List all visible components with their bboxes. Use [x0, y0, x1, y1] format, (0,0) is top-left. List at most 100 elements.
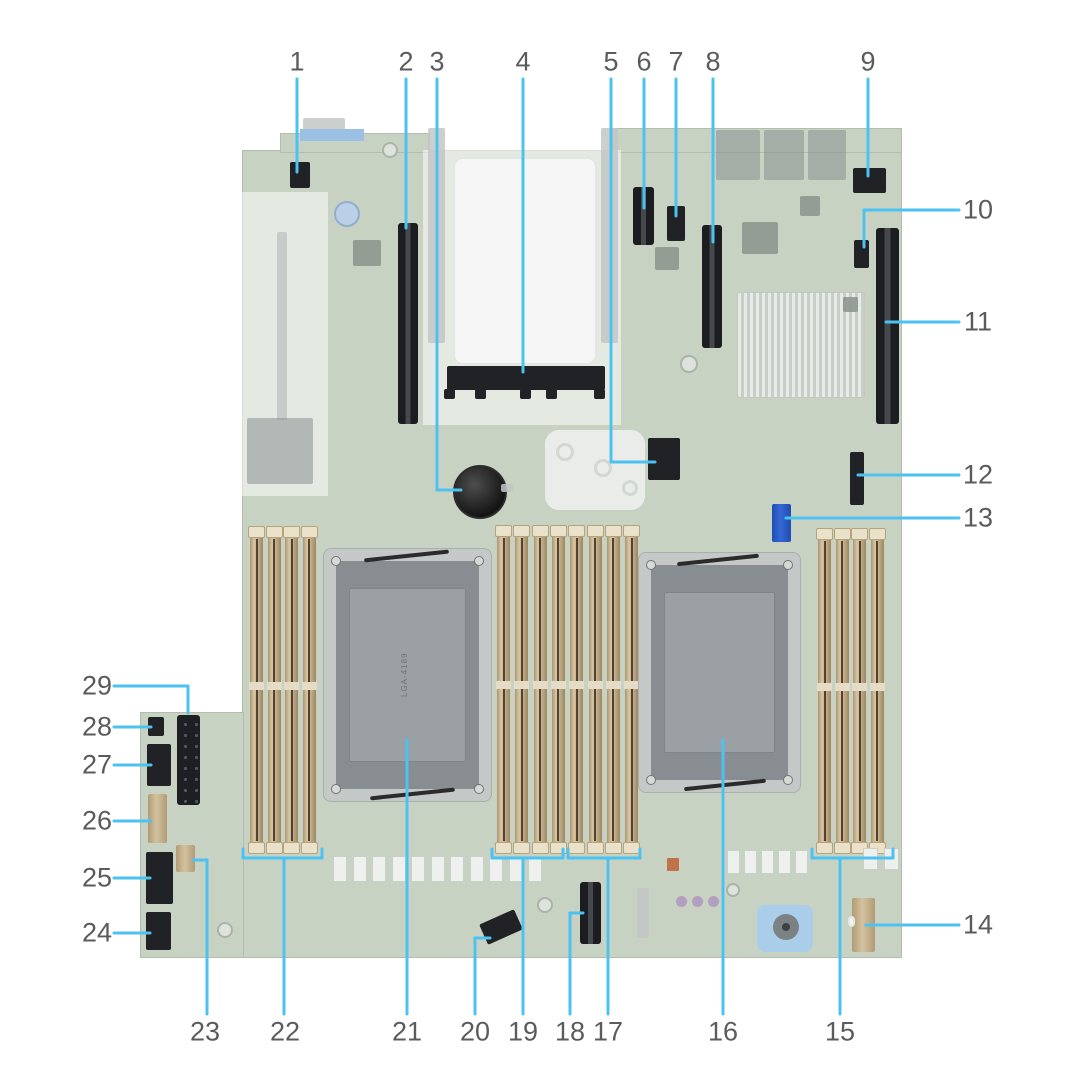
- backplane-foot-3: [520, 389, 531, 399]
- dimm-group-middle-slot-3-latch-bottom: [531, 842, 549, 854]
- connector-7: [667, 206, 685, 241]
- callout-label-3: 3: [429, 46, 445, 77]
- purple-cap-2: [691, 895, 703, 907]
- chip-3: [353, 240, 381, 266]
- heatsink: [737, 292, 865, 398]
- chip-1: [742, 222, 778, 254]
- power-pads-row-2-pad-2: [744, 850, 757, 874]
- callout-label-24: 24: [81, 917, 113, 948]
- callout-label-12: 12: [962, 459, 994, 490]
- dimm-group-middle-slot-2-center-line: [520, 538, 523, 841]
- dimm-group-left-slot-4-notch: [301, 681, 317, 690]
- dimm-group-middle-slot-5-center-line: [575, 538, 578, 841]
- callout-label-7: 7: [668, 46, 684, 77]
- purple-cap-1: [675, 895, 687, 907]
- callout-label-21: 21: [391, 1016, 423, 1047]
- dimm-group-right-slot-1-latch-bottom: [816, 842, 833, 854]
- power-pads-row-1-pad-1: [333, 856, 347, 882]
- dimm-group-middle-slot-6-latch-bottom: [586, 842, 604, 854]
- dimm-group-middle-slot-5-notch: [569, 681, 585, 690]
- pcie-slot-8: [702, 225, 722, 348]
- dimm-group-middle-slot-1-notch: [496, 681, 511, 690]
- dimm-group-middle-slot-2-notch: [514, 681, 530, 690]
- dimm-group-left-slot-1-center-line: [255, 539, 258, 841]
- connector-14: [852, 898, 875, 952]
- dimm-group-middle-slot-3-center-line: [539, 538, 542, 841]
- callout-label-2: 2: [398, 46, 414, 77]
- cpu-socket-2-screw-3: [646, 775, 656, 785]
- ghost-dark-block: [247, 418, 313, 484]
- power-pads-row-2-pad-3: [761, 850, 774, 874]
- power-pads-row-1-pad-5: [411, 856, 425, 882]
- cpu-socket-1-plate: [349, 588, 466, 762]
- dimm-group-left-slot-3-latch-bottom: [283, 842, 300, 854]
- dimm-group-middle-slot-4-notch: [550, 681, 566, 690]
- rear-io-block-1: [716, 130, 760, 180]
- callout-label-10: 10: [962, 194, 994, 225]
- screw-1: [382, 142, 398, 158]
- pcie-slot-11: [876, 228, 899, 424]
- power-pads-row-2-pad-4: [778, 850, 791, 874]
- dimm-group-left-slot-2-latch-top: [265, 526, 283, 538]
- dimm-group-right-slot-4-latch-top: [868, 528, 886, 540]
- backplane-foot-4: [546, 389, 557, 399]
- connector-28: [148, 717, 164, 736]
- callout-label-6: 6: [636, 46, 652, 77]
- connector-5: [648, 438, 680, 480]
- dimm-group-right-slot-2-center-line: [841, 541, 843, 841]
- dimm-group-right-slot-2-latch-top: [833, 528, 851, 540]
- dimm-group-middle-slot-2-latch-top: [513, 525, 531, 537]
- connector-24: [146, 912, 171, 950]
- standoff-blue: [334, 201, 360, 227]
- heatsink-chip: [843, 297, 858, 312]
- dimm-group-middle-slot-4-latch-top: [549, 525, 567, 537]
- cpu-socket-2-screw-4: [783, 775, 793, 785]
- dimm-group-right-slot-2-latch-bottom: [833, 842, 851, 854]
- callout-label-20: 20: [459, 1016, 491, 1047]
- dimm-group-middle-slot-4-center-line: [557, 538, 560, 841]
- backplane-foot-1: [444, 389, 455, 399]
- dimm-group-left-slot-1-latch-bottom: [248, 842, 265, 854]
- cpu-socket-2-screw-2: [783, 560, 793, 570]
- callout-label-17: 17: [592, 1016, 624, 1047]
- dimm-group-left-slot-1-notch: [249, 681, 264, 690]
- connector-ghost-18b: [637, 888, 649, 938]
- dimm-group-middle-slot-7-center-line: [612, 538, 615, 841]
- connector-12: [850, 452, 864, 505]
- dimm-group-middle-slot-6-notch: [587, 681, 603, 690]
- callout-label-22: 22: [269, 1016, 301, 1047]
- sata-connector-13: [772, 504, 791, 542]
- dimm-group-middle-slot-8-latch-top: [623, 525, 641, 537]
- cpu-socket-1-screw-1: [331, 556, 341, 566]
- backplane-foot-5: [594, 389, 605, 399]
- dimm-group-middle-slot-1-center-line: [502, 538, 505, 841]
- callout-label-4: 4: [515, 46, 531, 77]
- screw-5: [217, 922, 233, 938]
- dimm-group-left-slot-2-center-line: [273, 539, 275, 841]
- connector-18: [580, 882, 601, 944]
- rear-io-block-2: [764, 130, 804, 180]
- backplane-connector: [447, 366, 605, 390]
- cpu-socket-1-screw-2: [474, 556, 484, 566]
- dimm-group-middle-slot-8-center-line: [630, 538, 633, 841]
- callout-label-5: 5: [603, 46, 619, 77]
- power-pads-row-1-pad-8: [469, 856, 484, 882]
- power-pads-row-1-pad-2: [352, 856, 367, 882]
- dimm-group-right-slot-1-center-line: [823, 541, 826, 841]
- power-pads-row-2-pad-5: [795, 850, 808, 874]
- callout-label-14: 14: [962, 909, 994, 940]
- battery-clip: [501, 484, 513, 492]
- dimm-group-left-slot-4-center-line: [308, 539, 310, 841]
- chip-2: [655, 247, 679, 270]
- callout-label-15: 15: [824, 1016, 856, 1047]
- dimm-group-right-slot-2-notch: [834, 682, 850, 691]
- coin-cell-battery: [453, 465, 507, 519]
- dimm-group-left-slot-3-center-line: [290, 539, 293, 841]
- callout-label-8: 8: [705, 46, 721, 77]
- orange-bit: [667, 858, 679, 871]
- dimm-group-middle-slot-1-latch-bottom: [495, 842, 512, 854]
- plastic-hole-1: [556, 443, 574, 461]
- cpu-socket-2-screw-1: [646, 560, 656, 570]
